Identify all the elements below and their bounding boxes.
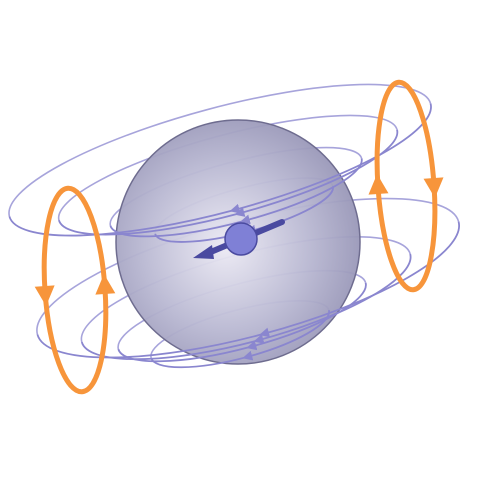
field-loop	[109, 220, 244, 238]
field-loop	[253, 253, 412, 344]
field-lines-front	[8, 103, 460, 369]
field-loop	[246, 282, 367, 351]
orange-current-loop-right	[368, 79, 444, 293]
orange-direction-arrow	[423, 177, 444, 199]
field-loop	[242, 309, 330, 361]
field-loop	[150, 356, 247, 369]
field-loop	[234, 129, 399, 217]
orange-direction-arrow	[95, 273, 116, 295]
field-loop	[58, 212, 239, 236]
orange-current-loops	[34, 79, 444, 395]
orange-current-loop-left	[34, 185, 116, 395]
orange-direction-arrow	[34, 285, 55, 307]
field-loop	[259, 221, 460, 338]
orange-direction-arrow	[368, 173, 389, 195]
field-loop	[117, 346, 251, 363]
field-loop	[8, 209, 234, 237]
magnetic-dipole-arrow	[193, 219, 285, 259]
field-loop-back	[8, 83, 432, 217]
field-loop	[239, 158, 363, 225]
